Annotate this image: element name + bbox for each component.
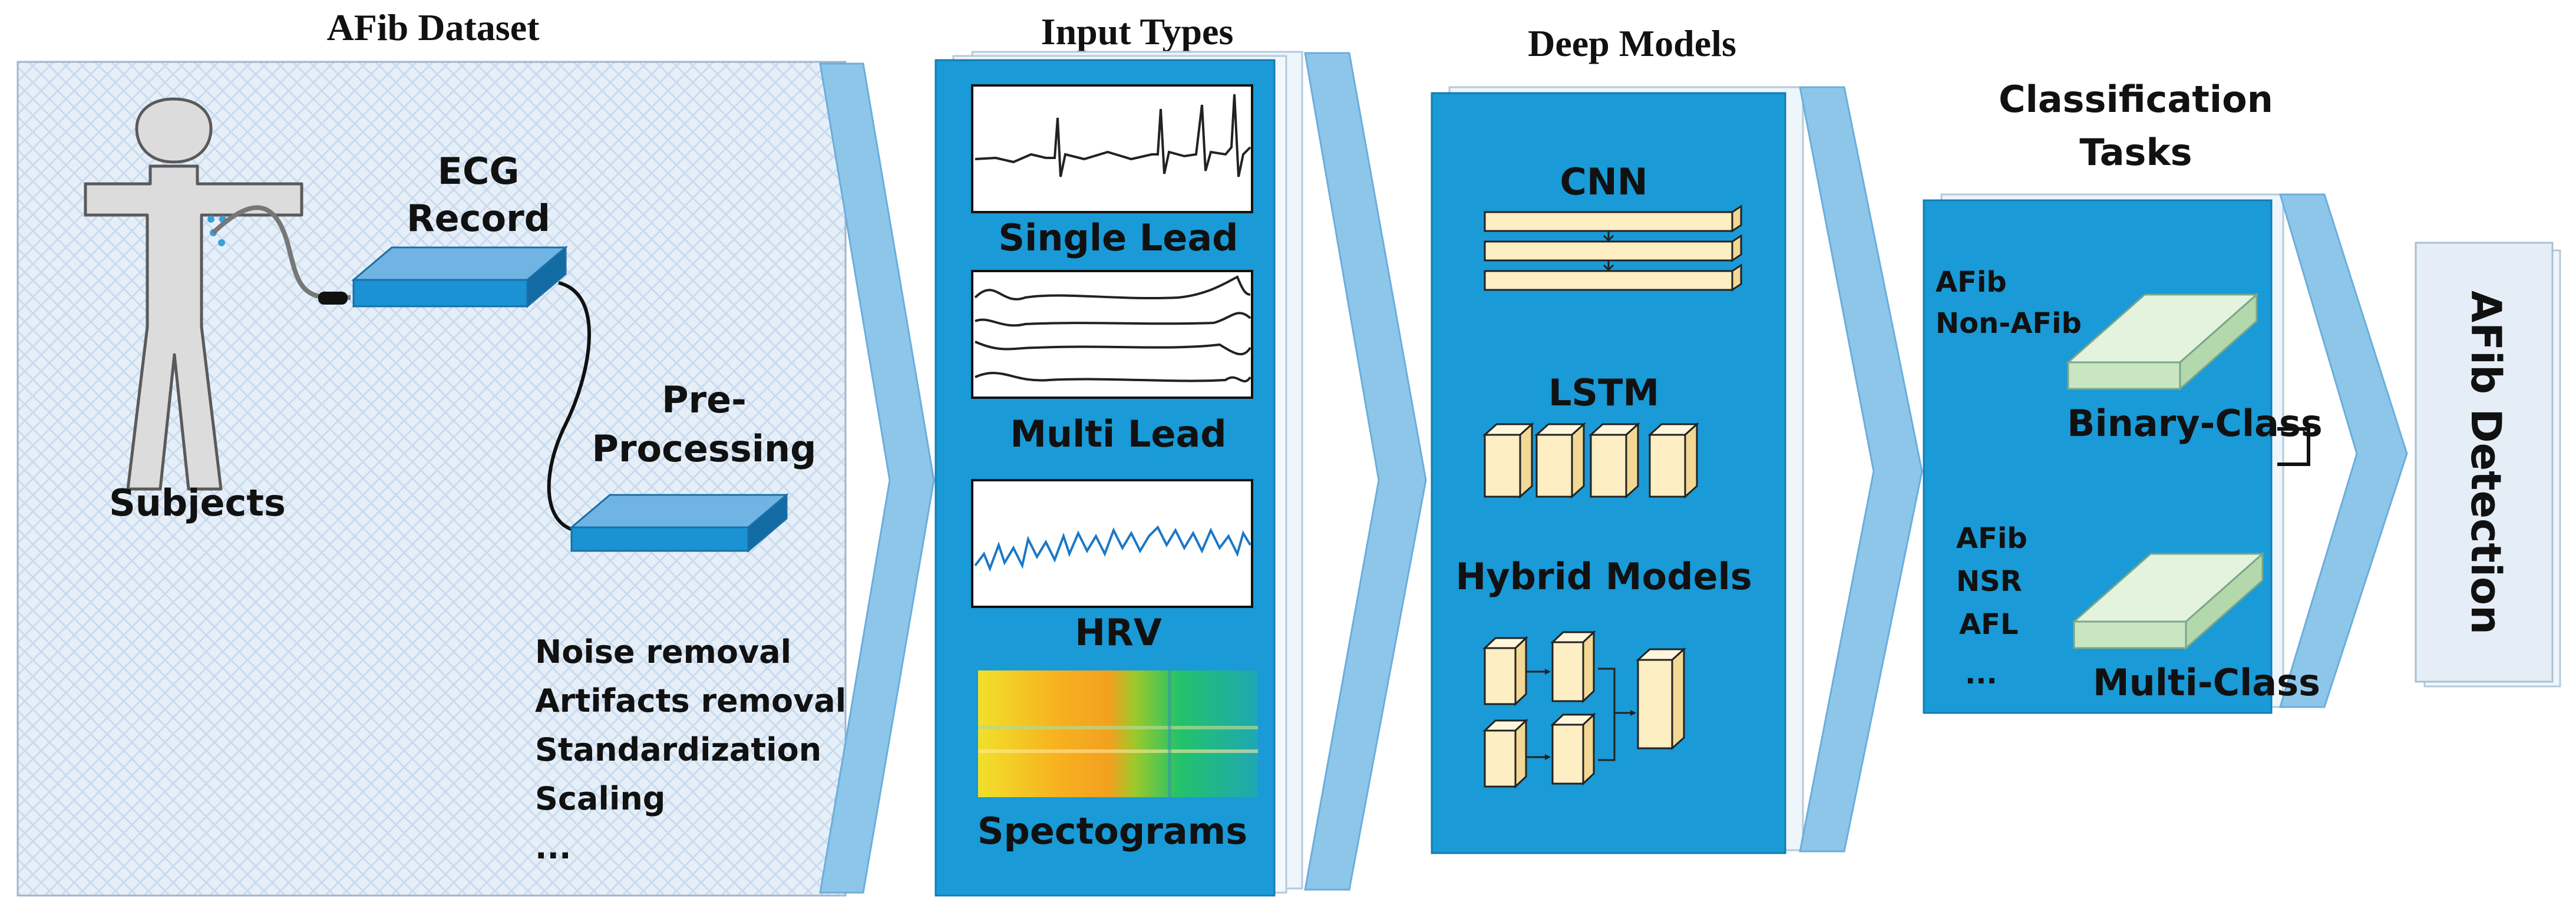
subject-figure-icon — [84, 97, 351, 491]
model-label: CNN — [1560, 160, 1647, 203]
subjects-label: Subjects — [109, 481, 286, 524]
binary-class-item: AFib — [1936, 266, 2007, 299]
classification-title-line1: Classification — [1999, 78, 2273, 121]
cnn-layers-icon — [1484, 204, 1742, 292]
binary-class-item: Non-AFib — [1936, 307, 2082, 340]
binary-class-label: Binary-Class — [2067, 402, 2323, 445]
preprocessing-label-line2: Processing — [592, 427, 817, 470]
classification-title-line2: Tasks — [2079, 131, 2192, 174]
hrv-thumbnail — [971, 479, 1253, 608]
flow-arrow-2 — [1304, 52, 1427, 891]
afib-detection-label: AFib Detection — [2462, 290, 2510, 635]
preprocessing-steps-list: Noise removal Artifacts removal Standard… — [535, 633, 846, 866]
multi-class-item: AFib — [1956, 522, 2027, 555]
lstm-cells-icon — [1482, 422, 1699, 499]
flow-arrow-4 — [2278, 193, 2408, 708]
preprocessing-slab — [569, 493, 790, 553]
preprocessing-step: Scaling — [535, 780, 665, 817]
binary-class-slab — [2066, 292, 2259, 391]
electrode-icons — [207, 216, 226, 246]
multi-class-item: AFL — [1959, 608, 2019, 641]
ecg-record-slab — [351, 245, 569, 309]
preprocessing-step: Artifacts removal — [535, 682, 846, 719]
ecg-lead-cable — [212, 205, 351, 300]
model-label: LSTM — [1548, 371, 1659, 414]
single-lead-signal — [975, 94, 1251, 177]
multi-class-item: ... — [1965, 658, 1997, 691]
input-type-label: Single Lead — [998, 216, 1238, 259]
ecg-record-label-line1: ECG — [438, 150, 520, 193]
spectrogram-bands — [978, 670, 1258, 797]
preprocessing-label-line1: Pre- — [662, 378, 747, 421]
input-types-title: Input Types — [1041, 11, 1234, 52]
model-label: Hybrid Models — [1455, 555, 1752, 598]
ecg-record-label-line2: Record — [407, 197, 550, 240]
hybrid-model-icon — [1482, 630, 1686, 789]
single-lead-thumbnail — [971, 84, 1253, 213]
multi-class-item: NSR — [1956, 565, 2022, 598]
ecg-to-preprocessing-cable — [547, 281, 591, 532]
preprocessing-step: Standardization — [535, 731, 821, 768]
dataset-title: AFib Dataset — [327, 6, 540, 48]
multi-class-slab — [2072, 551, 2265, 650]
flow-arrow-3 — [1799, 86, 1923, 853]
preprocessing-step: Noise removal — [535, 633, 791, 670]
multi-class-label: Multi-Class — [2093, 661, 2320, 704]
input-type-label: Spectograms — [977, 810, 1247, 853]
preprocessing-step: ... — [535, 829, 572, 866]
hrv-signal — [974, 525, 1251, 572]
deep-models-title: Deep Models — [1528, 22, 1736, 64]
multi-lead-signals — [974, 275, 1251, 382]
class-bracket — [2277, 427, 2310, 466]
input-type-label: Multi Lead — [1010, 412, 1226, 455]
input-type-label: HRV — [1075, 611, 1162, 654]
afib-detection-box — [2415, 242, 2554, 683]
flow-arrow-1 — [819, 62, 935, 894]
spectrogram-thumbnail — [978, 670, 1258, 797]
